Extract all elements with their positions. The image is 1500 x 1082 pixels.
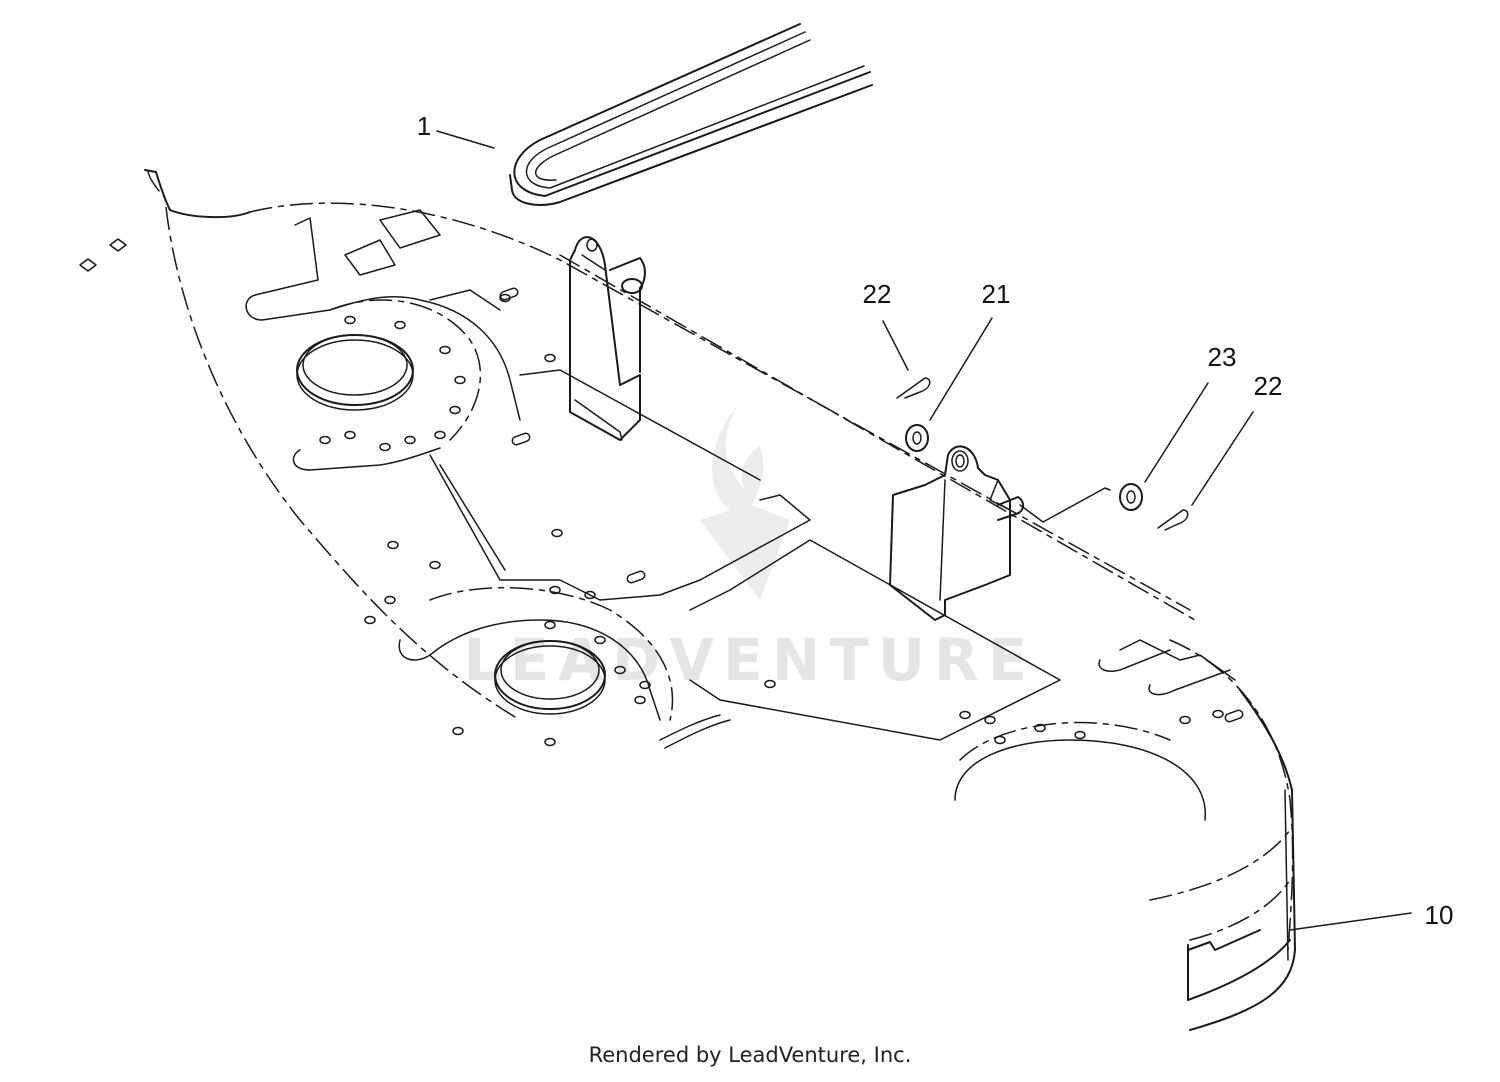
- washer-21: [905, 424, 929, 452]
- watermark-flame-logo: [700, 405, 790, 600]
- hairpin-cotter-right: [1157, 509, 1189, 531]
- callout-22-right: 22: [1254, 371, 1283, 401]
- watermark: LEADVENTURE: [464, 405, 1037, 694]
- callout-21: 21: [982, 279, 1011, 309]
- leader-22-right: [1191, 411, 1254, 506]
- mower-deck: [79, 169, 1296, 1031]
- deck-holes: [319, 293, 1224, 747]
- leader-23: [1144, 382, 1209, 483]
- left-hanger-bracket: [569, 236, 646, 441]
- leader-10: [1289, 912, 1412, 931]
- callout-22-left: 22: [863, 279, 892, 309]
- callout-1: 1: [417, 111, 431, 141]
- leader-21: [929, 317, 993, 421]
- deck-slots: [499, 287, 1244, 723]
- leader-1: [436, 130, 495, 149]
- callouts: 1 22 21 23 22 10: [417, 111, 1454, 930]
- right-hanger-bracket: [889, 445, 1111, 621]
- washer-23: [1119, 483, 1143, 511]
- callout-23: 23: [1208, 342, 1237, 372]
- footer-credit: Rendered by LeadVenture, Inc.: [588, 1043, 912, 1067]
- drive-belt: [509, 23, 873, 206]
- leader-22-left: [882, 320, 909, 371]
- leader-lines: [436, 130, 1412, 931]
- callout-10: 10: [1425, 900, 1454, 930]
- watermark-text: LEADVENTURE: [464, 626, 1037, 694]
- hairpin-cotter-left: [896, 377, 931, 399]
